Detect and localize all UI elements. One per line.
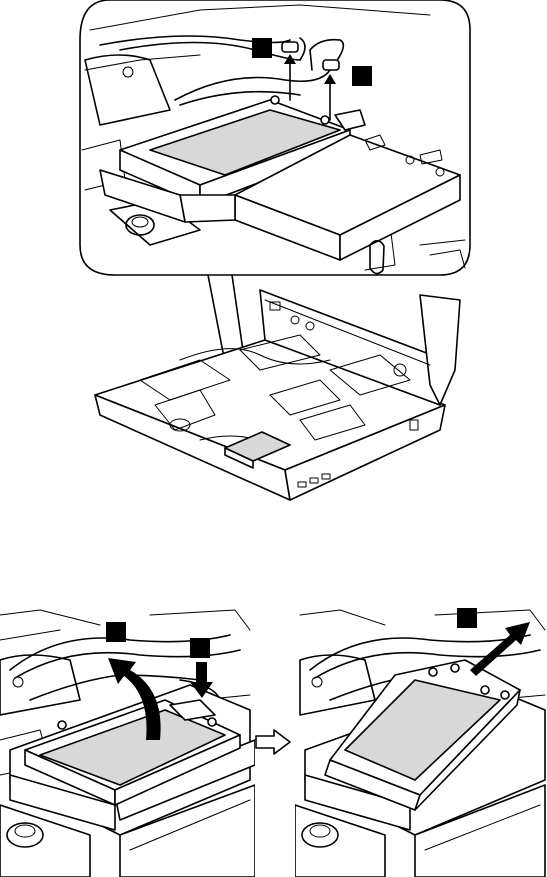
bottom-right-illustration — [295, 600, 547, 877]
callout-box-2 — [352, 66, 372, 86]
transition-arrow — [254, 728, 294, 756]
card-pull-arrow — [470, 622, 530, 676]
top-illustration-svg — [0, 0, 547, 530]
laptop-base — [95, 290, 460, 500]
br-callout-1 — [457, 608, 477, 628]
bottom-left-svg — [0, 600, 255, 877]
antenna-cables — [100, 36, 343, 105]
callout-box-1 — [252, 38, 272, 58]
transition-arrow-svg — [254, 728, 294, 756]
bl-callout-1 — [106, 622, 126, 642]
connector-left — [282, 42, 298, 100]
bottom-right-svg — [295, 600, 547, 877]
bottom-left-illustration — [0, 600, 255, 877]
connector-right — [323, 60, 339, 120]
bl-callout-2 — [190, 638, 210, 658]
top-illustration — [0, 0, 547, 530]
